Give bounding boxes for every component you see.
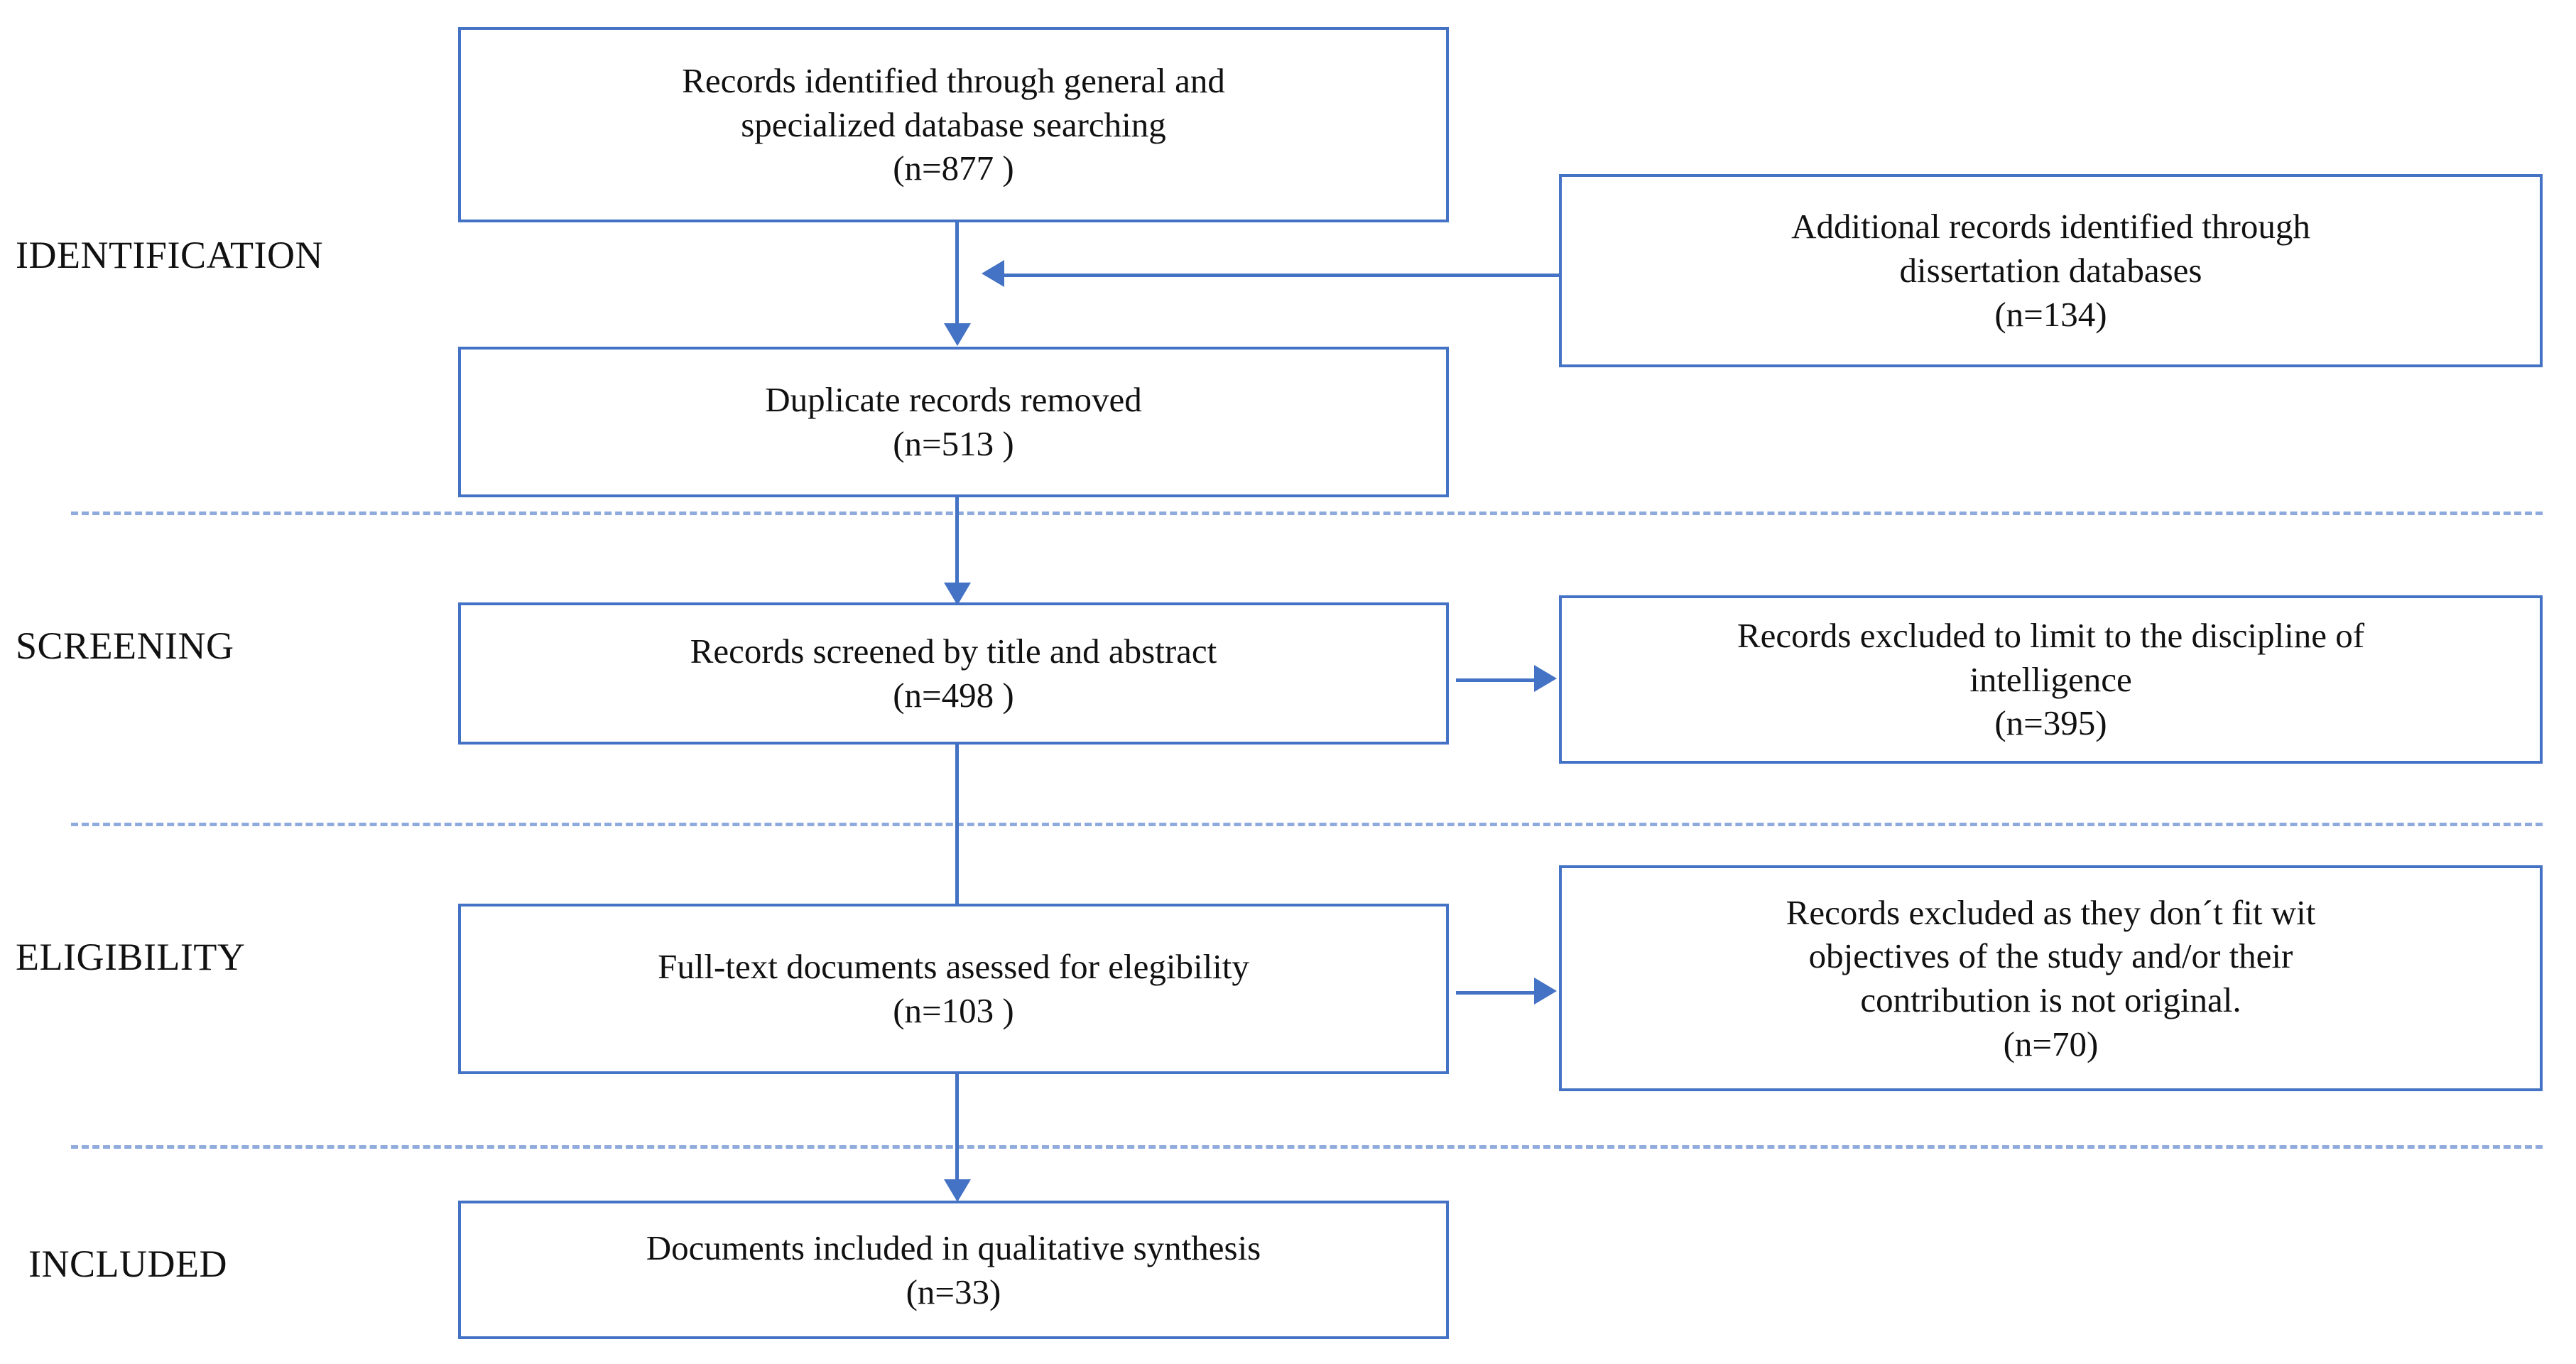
box-records-excluded-objectives-line3: contribution is not original. bbox=[1860, 980, 2241, 1019]
box-fulltext-assessed: Full-text documents asessed for elegibil… bbox=[458, 904, 1449, 1074]
divider-identification-screening bbox=[71, 512, 2543, 515]
box-documents-included-line1: Documents included in qualitative synthe… bbox=[646, 1228, 1261, 1267]
box-records-identified-count: (n=877 ) bbox=[893, 148, 1014, 188]
arrowhead-fulltext-to-included bbox=[944, 1179, 971, 1202]
box-records-screened-count: (n=498 ) bbox=[893, 676, 1014, 715]
arrowhead-screened-to-excluded-discipline bbox=[1534, 665, 1557, 692]
arrowhead-identified-to-duplicates bbox=[944, 323, 971, 346]
box-records-excluded-objectives-count: (n=70) bbox=[2003, 1024, 2099, 1063]
box-duplicates-removed-count: (n=513 ) bbox=[893, 424, 1014, 463]
box-additional-records-line2: dissertation databases bbox=[1899, 251, 2202, 291]
box-fulltext-assessed-line1: Full-text documents asessed for elegibil… bbox=[658, 947, 1249, 987]
arrowhead-additional-to-merge bbox=[982, 260, 1004, 287]
stage-label-eligibility: ELIGIBILITY bbox=[16, 936, 246, 978]
arrowhead-duplicates-to-screened bbox=[944, 583, 971, 605]
connector-identified-to-duplicates bbox=[955, 222, 959, 328]
connector-screened-to-excluded-discipline bbox=[1456, 678, 1541, 682]
box-duplicates-removed: Duplicate records removed (n=513 ) bbox=[458, 347, 1449, 497]
arrowhead-fulltext-to-excluded-objectives bbox=[1534, 978, 1557, 1005]
box-additional-records: Additional records identified through di… bbox=[1559, 174, 2543, 367]
box-fulltext-assessed-count: (n=103 ) bbox=[893, 991, 1014, 1030]
box-documents-included: Documents included in qualitative synthe… bbox=[458, 1201, 1449, 1339]
divider-screening-eligibility bbox=[71, 823, 2543, 826]
connector-additional-to-merge bbox=[1003, 274, 1560, 277]
connector-fulltext-to-included bbox=[955, 1074, 959, 1191]
connector-fulltext-to-excluded-objectives bbox=[1456, 991, 1541, 995]
divider-eligibility-included bbox=[71, 1145, 2543, 1149]
box-records-excluded-discipline-line2: intelligence bbox=[1969, 659, 2132, 699]
box-records-excluded-objectives-line1: Records excluded as they don´t fit wit bbox=[1786, 892, 2316, 932]
box-records-excluded-discipline-line1: Records excluded to limit to the discipl… bbox=[1737, 615, 2365, 655]
stage-label-identification: IDENTIFICATION bbox=[16, 234, 323, 276]
stage-label-screening: SCREENING bbox=[16, 624, 234, 667]
box-additional-records-count: (n=134) bbox=[1994, 294, 2107, 334]
box-records-excluded-discipline: Records excluded to limit to the discipl… bbox=[1559, 595, 2543, 764]
box-records-identified: Records identified through general and s… bbox=[458, 27, 1449, 222]
box-documents-included-count: (n=33) bbox=[906, 1272, 1001, 1311]
box-records-excluded-objectives-line2: objectives of the study and/or their bbox=[1808, 936, 2293, 976]
box-records-screened-line1: Records screened by title and abstract bbox=[690, 632, 1217, 671]
box-records-screened: Records screened by title and abstract (… bbox=[458, 602, 1449, 745]
box-duplicates-removed-line1: Duplicate records removed bbox=[765, 380, 1142, 420]
box-records-identified-line1: Records identified through general and bbox=[682, 60, 1225, 100]
stage-label-included: INCLUDED bbox=[28, 1243, 227, 1285]
box-records-identified-line2: specialized database searching bbox=[741, 104, 1166, 144]
connector-duplicates-to-screened bbox=[955, 497, 959, 600]
box-records-excluded-objectives: Records excluded as they don´t fit wit o… bbox=[1559, 865, 2543, 1091]
box-records-excluded-discipline-count: (n=395) bbox=[1994, 703, 2107, 743]
connector-screened-to-fulltext bbox=[955, 745, 959, 908]
box-additional-records-line1: Additional records identified through bbox=[1791, 207, 2310, 247]
